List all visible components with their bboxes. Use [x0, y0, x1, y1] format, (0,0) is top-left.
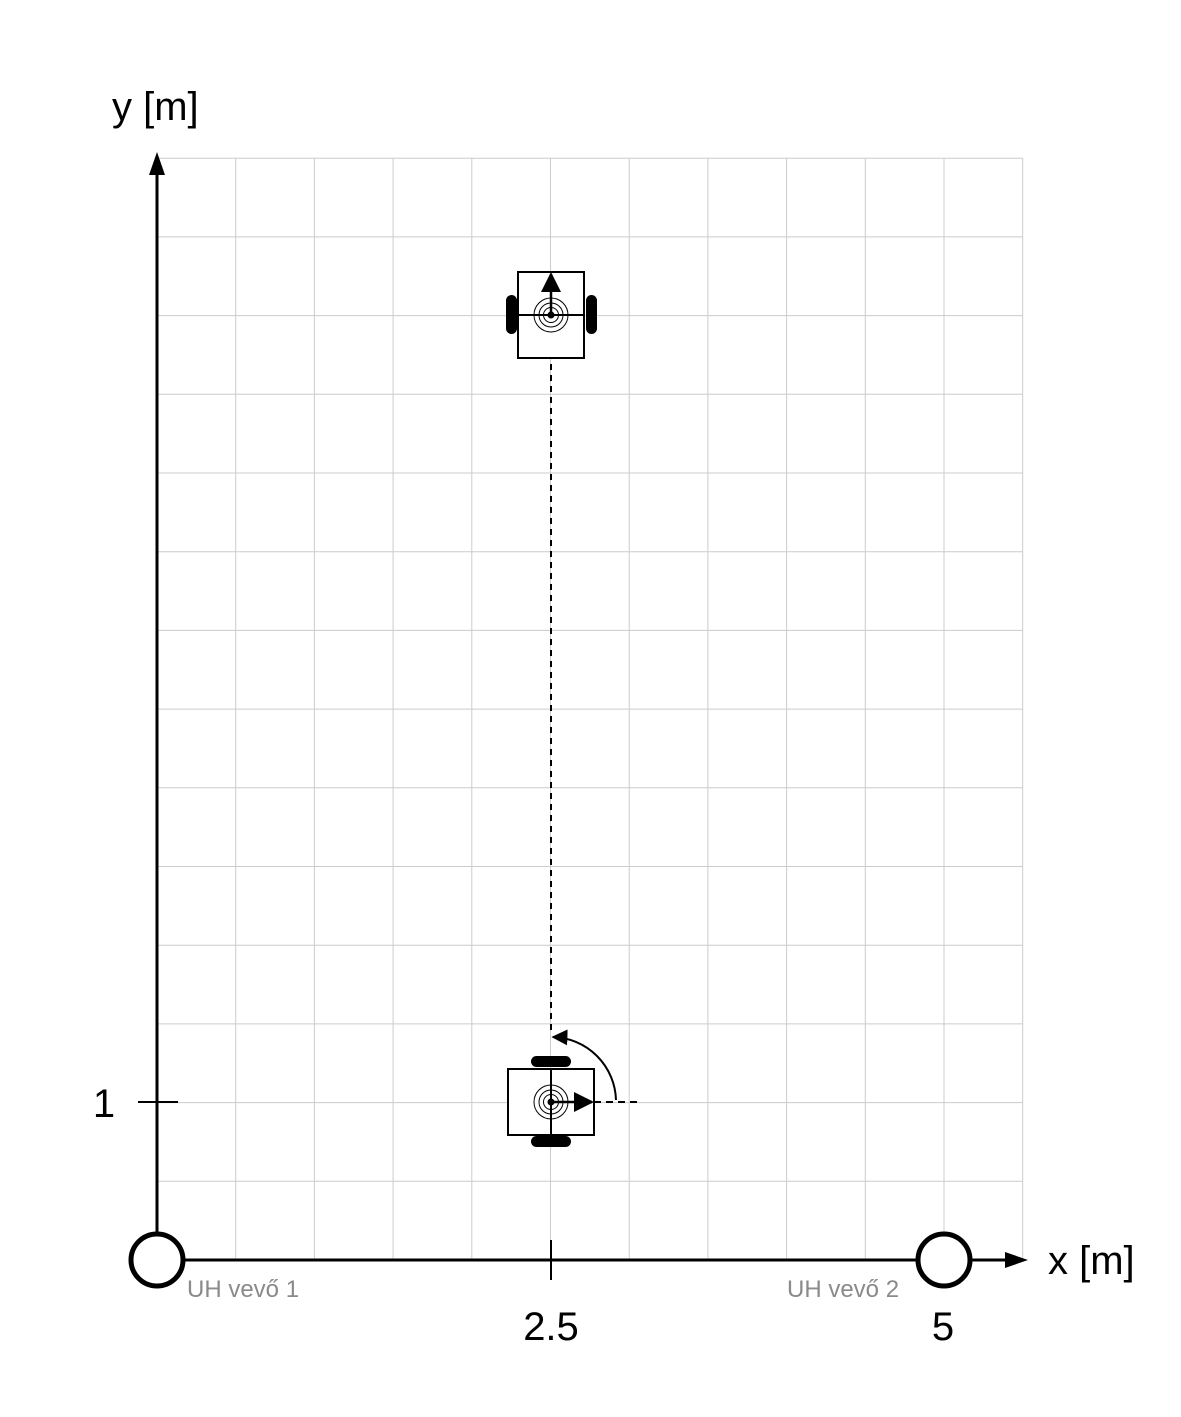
receiver-2-label: UH vevő 2 [787, 1276, 899, 1303]
y-axis-arrow [149, 152, 165, 175]
x-tick-label-5: 5 [932, 1305, 954, 1349]
robot-start-left-wheel [531, 1056, 571, 1067]
x-axis-arrow [1005, 1252, 1028, 1268]
axes: y [m] x [m] 1 2.5 5 [93, 85, 1135, 1349]
robot-end [506, 271, 597, 359]
receivers: UH vevő 1 UH vevő 2 [128, 1231, 973, 1303]
receiver-1-circle [128, 1231, 186, 1289]
robot-start-right-wheel [531, 1136, 571, 1147]
trajectory [550, 340, 640, 1103]
robot-end-left-wheel [506, 295, 517, 334]
robot-start [507, 1056, 595, 1147]
receiver-2-circle [915, 1231, 973, 1289]
x-axis-label: x [m] [1048, 1239, 1135, 1283]
rotation-arc-arrow [551, 1029, 617, 1101]
receiver-1-label: UH vevő 1 [187, 1276, 299, 1303]
y-axis-label: y [m] [112, 85, 199, 129]
x-tick-label-2-5: 2.5 [523, 1305, 579, 1349]
y-tick-label-1: 1 [93, 1082, 115, 1126]
robot-end-right-wheel [586, 295, 597, 334]
